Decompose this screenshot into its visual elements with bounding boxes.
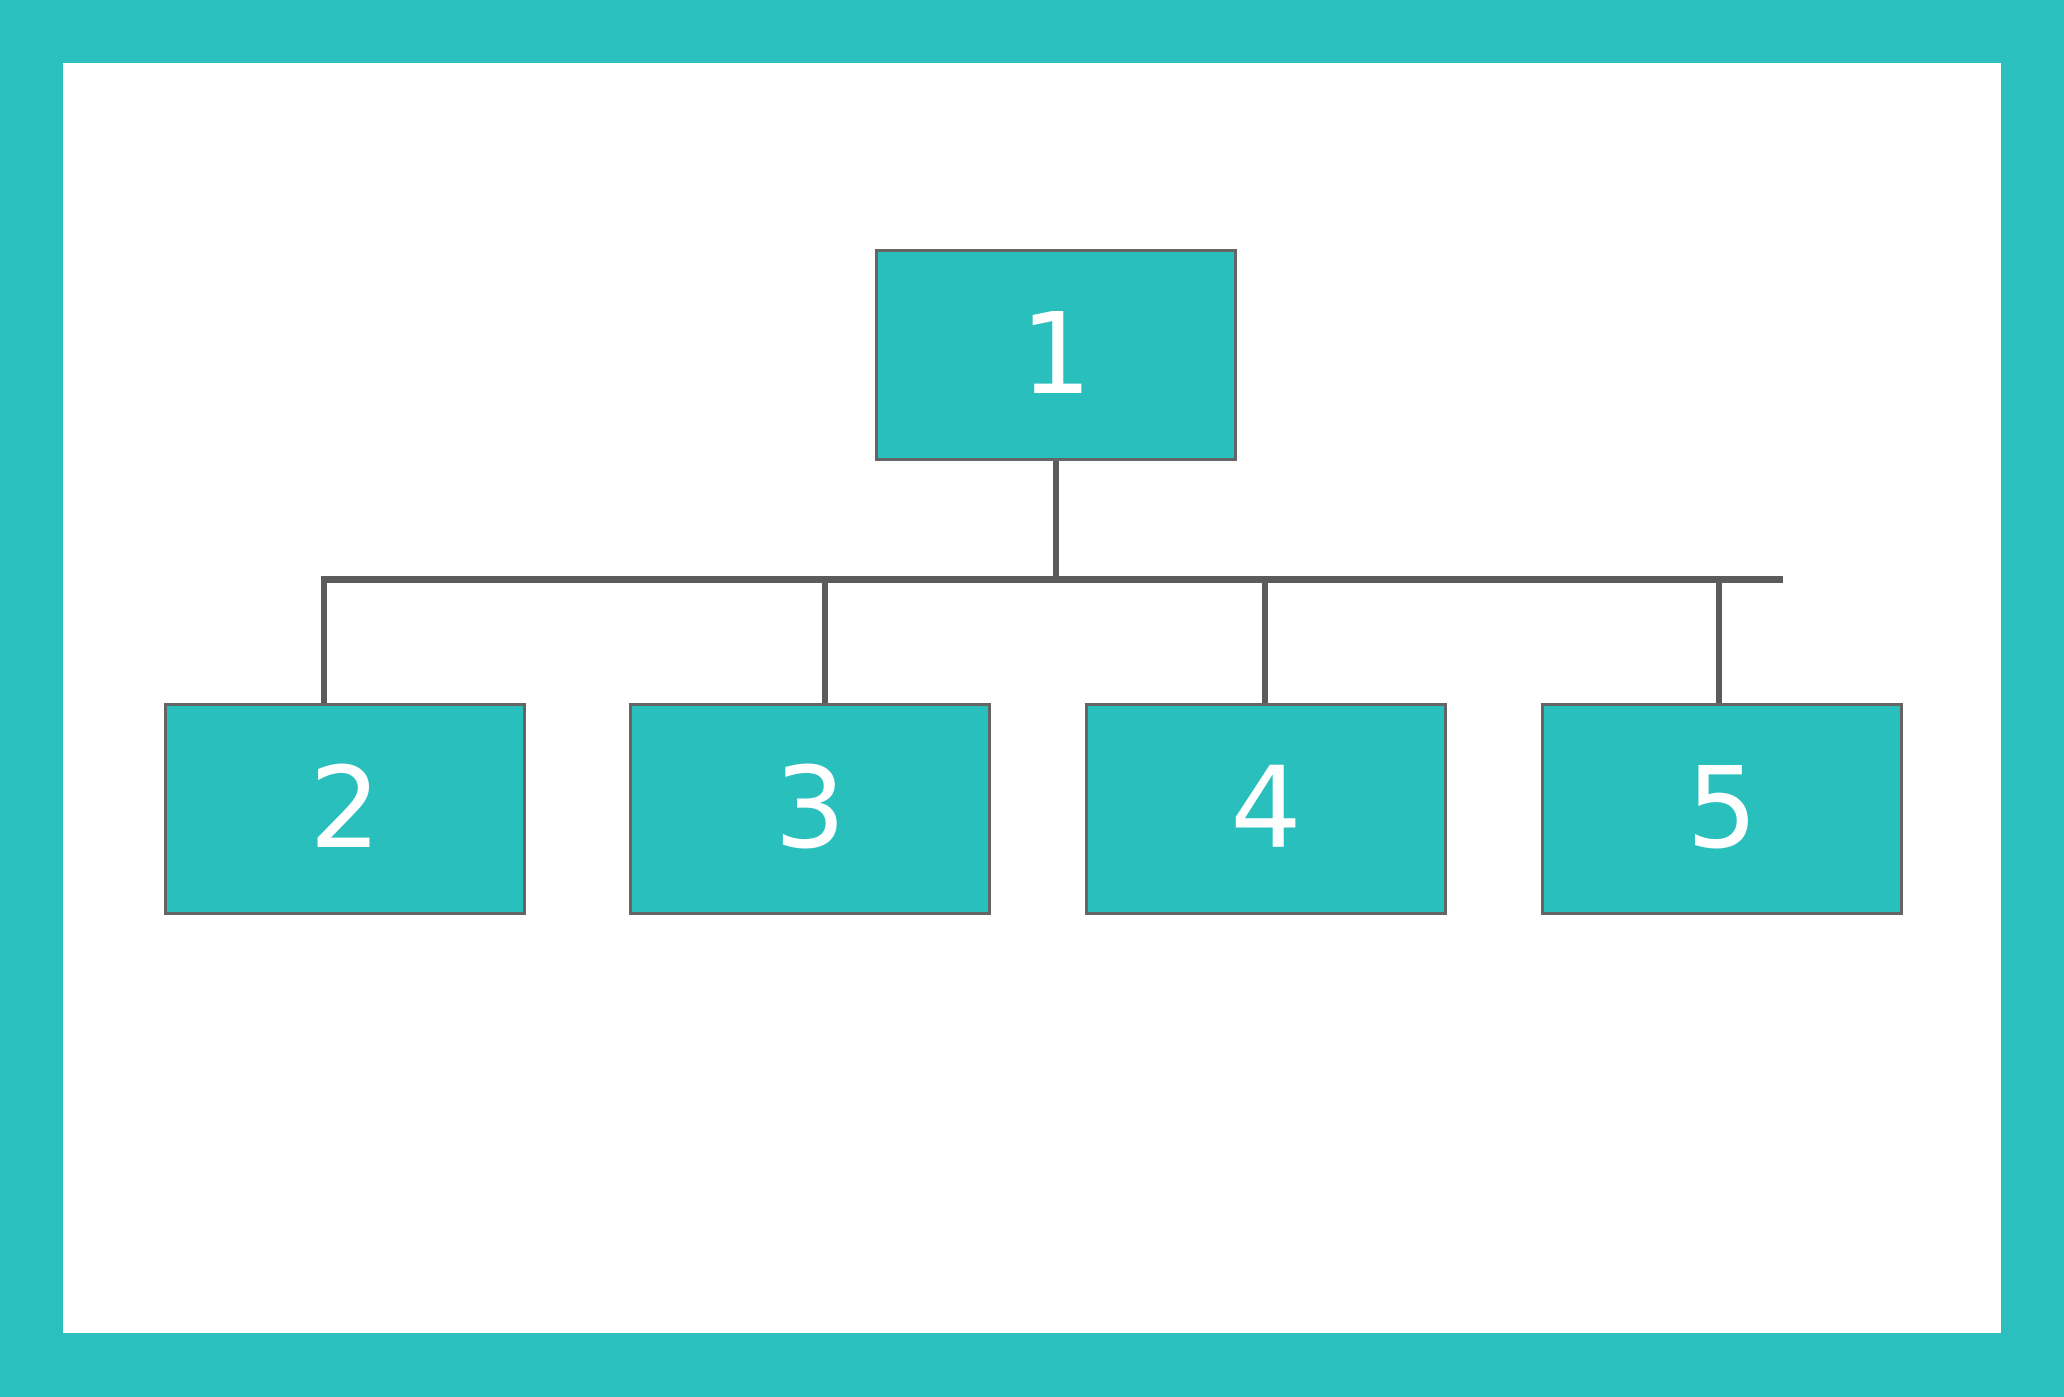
connector-child-5 bbox=[1716, 580, 1722, 705]
node-5: 5 bbox=[1541, 703, 1903, 915]
node-1: 1 bbox=[875, 249, 1237, 461]
connector-root-vertical bbox=[1053, 460, 1059, 578]
connector-child-3 bbox=[822, 580, 828, 705]
node-2: 2 bbox=[164, 703, 526, 915]
node-3: 3 bbox=[629, 703, 991, 915]
connector-child-4 bbox=[1262, 580, 1268, 705]
node-4: 4 bbox=[1085, 703, 1447, 915]
connector-horizontal-bar bbox=[321, 576, 1783, 583]
diagram-canvas: 1 2 3 4 5 bbox=[63, 63, 2001, 1333]
connector-child-2 bbox=[321, 580, 327, 705]
